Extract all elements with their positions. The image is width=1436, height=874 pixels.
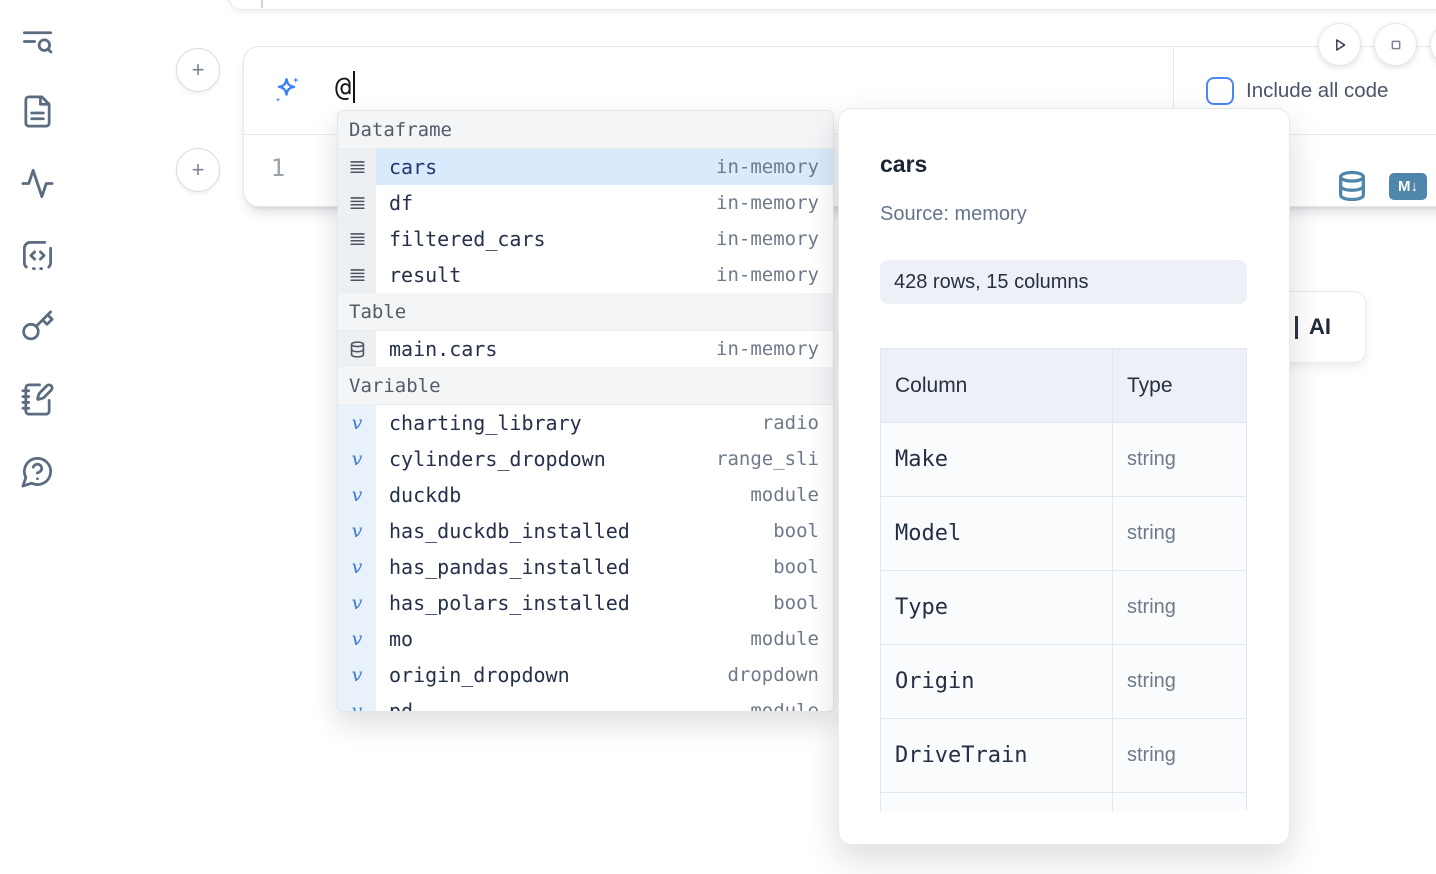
autocomplete-item-duckdb[interactable]: v duckdb module [338, 477, 833, 513]
schema-table: Column Type Make string Model string Typ… [880, 348, 1247, 811]
code-snippet-icon[interactable] [18, 236, 56, 274]
help-chat-icon[interactable] [18, 452, 56, 490]
schema-table-header: Column Type [881, 349, 1246, 423]
line-number: 1 [270, 154, 286, 182]
add-cell-above-button[interactable]: + [176, 48, 220, 92]
clipped-glyph [1295, 315, 1298, 339]
table-row: Model string [881, 497, 1246, 571]
dataframe-preview-panel: cars Source: memory 428 rows, 15 columns… [838, 108, 1290, 845]
ai-prompt-value: @ [335, 71, 352, 103]
variable-icon: v [338, 477, 376, 513]
table-row: Make string [881, 423, 1246, 497]
autocomplete-item-charting-library[interactable]: v charting_library radio [338, 405, 833, 441]
variable-icon: v [338, 513, 376, 549]
variable-icon: v [338, 693, 376, 711]
database-icon [338, 331, 376, 367]
autocomplete-item-mo[interactable]: v mo module [338, 621, 833, 657]
activity-icon[interactable] [18, 164, 56, 202]
include-all-code-checkbox[interactable] [1206, 77, 1234, 105]
variable-icon: v [338, 549, 376, 585]
variable-icon: v [338, 657, 376, 693]
autocomplete-item-pd-partial[interactable]: v pd module [338, 693, 833, 711]
ai-prompt-input[interactable]: @ [335, 71, 356, 103]
preview-title: cars [880, 151, 928, 177]
autocomplete-item-has-polars-installed[interactable]: v has_polars_installed bool [338, 585, 833, 621]
preview-source: Source: memory [880, 203, 1027, 225]
dataframe-icon [338, 185, 376, 221]
shape-badge: 428 rows, 15 columns [880, 260, 1247, 304]
autocomplete-item-filtered-cars[interactable]: filtered_cars in-memory [338, 221, 833, 257]
autocomplete-item-main-cars[interactable]: main.cars in-memory [338, 331, 833, 367]
table-row: DriveTrain string [881, 719, 1246, 793]
dataframe-icon [338, 221, 376, 257]
autocomplete-item-has-duckdb-installed[interactable]: v has_duckdb_installed bool [338, 513, 833, 549]
autocomplete-item-origin-dropdown[interactable]: v origin_dropdown dropdown [338, 657, 833, 693]
table-row: Type string [881, 571, 1246, 645]
section-header-table: Table [338, 293, 833, 331]
left-sidebar [0, 0, 72, 874]
variable-icon: v [338, 585, 376, 621]
autocomplete-item-df[interactable]: df in-memory [338, 185, 833, 221]
text-search-icon[interactable] [18, 22, 56, 60]
ai-sparkle-icon [271, 75, 302, 106]
datasource-icon[interactable] [1335, 168, 1369, 204]
markdown-icon[interactable]: M↓ [1389, 173, 1427, 200]
input-divider [1173, 47, 1174, 134]
section-header-dataframe: Dataframe [338, 111, 833, 149]
include-all-code-label[interactable]: Include all code [1246, 78, 1389, 102]
section-header-variable: Variable [338, 367, 833, 405]
code-editor-row[interactable]: 1 M↓ [244, 135, 1436, 208]
table-row: Origin string [881, 645, 1246, 719]
autocomplete-item-cylinders-dropdown[interactable]: v cylinders_dropdown range_sli [338, 441, 833, 477]
run-cell-button[interactable] [1318, 23, 1361, 66]
dataframe-icon [338, 257, 376, 293]
add-cell-below-button[interactable]: + [176, 148, 220, 192]
file-document-icon[interactable] [18, 92, 56, 130]
autocomplete-item-has-pandas-installed[interactable]: v has_pandas_installed bool [338, 549, 833, 585]
dataframe-icon [338, 149, 376, 185]
key-icon[interactable] [18, 307, 56, 345]
text-cursor [353, 71, 356, 103]
previous-cell-partial [228, 0, 1436, 10]
ai-prompt-row: @ Include all code [244, 47, 1436, 134]
variable-icon: v [338, 621, 376, 657]
stop-button[interactable] [1374, 23, 1417, 66]
variable-icon: v [338, 441, 376, 477]
variable-icon: v [338, 405, 376, 441]
previous-cell-divider [261, 0, 263, 8]
autocomplete-item-cars[interactable]: cars in-memory [338, 149, 833, 185]
ai-card-label: AI [1309, 314, 1331, 339]
notebook-pen-icon[interactable] [18, 380, 56, 418]
autocomplete-item-result[interactable]: result in-memory [338, 257, 833, 293]
table-row-partial [881, 793, 1246, 811]
autocomplete-dropdown: Dataframe cars in-memory df in-memory fi… [337, 110, 834, 712]
